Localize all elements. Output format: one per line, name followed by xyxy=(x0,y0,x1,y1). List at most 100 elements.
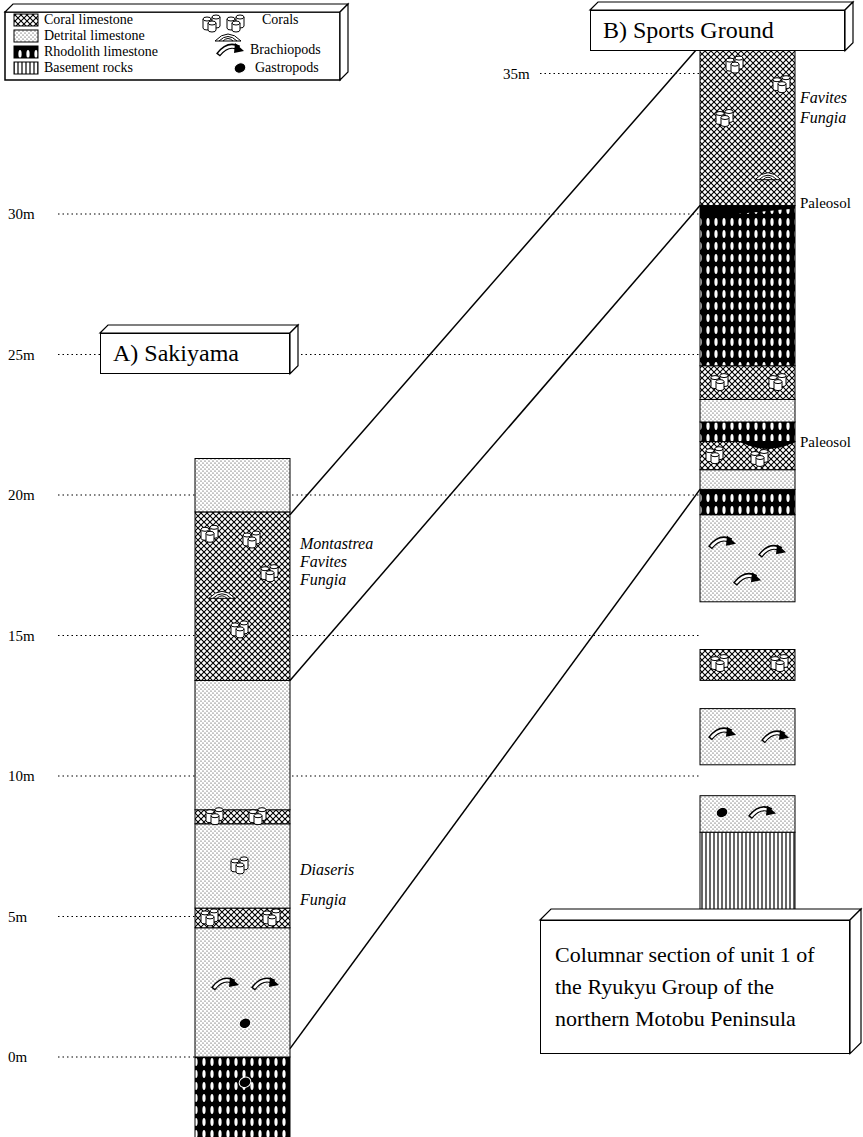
brachiopod-symbol xyxy=(735,572,761,584)
coral-part xyxy=(206,531,214,535)
scale-label: 30m xyxy=(8,205,35,223)
scale-label: 10m xyxy=(8,767,35,785)
coral-part xyxy=(240,857,248,861)
rock-layer xyxy=(195,459,290,512)
genus-label: Diaseris Fungia xyxy=(300,855,354,915)
box-top-face xyxy=(5,4,348,12)
legend-swatch xyxy=(14,14,38,26)
rock-layer xyxy=(195,824,290,908)
brachiopod-part xyxy=(726,727,736,737)
paleosol-label: Paleosol xyxy=(800,433,851,451)
coral-part xyxy=(248,537,256,541)
scale-line xyxy=(58,916,195,917)
coral-part xyxy=(236,627,244,631)
scale-line xyxy=(58,494,700,495)
coral-part xyxy=(751,452,759,456)
coral-part xyxy=(254,814,262,818)
flat-coral-symbol xyxy=(755,173,781,180)
coral-symbol xyxy=(751,450,768,467)
caption-text: Columnar section of unit 1 of the Ryukyu… xyxy=(555,939,835,1035)
rock-layer xyxy=(700,709,795,765)
coral-symbol xyxy=(206,808,223,825)
title-text: B) Sports Ground xyxy=(603,16,832,45)
rock-layer xyxy=(700,422,795,442)
rock-layer xyxy=(700,515,795,602)
legend-label: Coral limestone xyxy=(44,12,133,28)
section-drawing xyxy=(5,2,861,1137)
legend-label: Detrital limestone xyxy=(44,28,145,44)
paleosol-lens xyxy=(700,206,795,218)
brachiopod-symbol xyxy=(710,727,736,739)
paleosol-lens xyxy=(740,442,795,449)
scale-label: 20m xyxy=(8,486,35,504)
coral-part xyxy=(252,531,260,535)
coral-part xyxy=(760,450,768,454)
rock-layer xyxy=(700,796,795,833)
coral-part xyxy=(236,15,244,19)
brachiopod-symbol xyxy=(710,536,736,548)
legend-label: Corals xyxy=(262,12,299,28)
box-top-face xyxy=(100,325,298,333)
rock-layer xyxy=(195,928,290,1057)
legend-swatch xyxy=(14,30,38,42)
coral-part xyxy=(210,525,218,529)
coral-part xyxy=(232,21,240,25)
title-text: A) Sakiyama xyxy=(113,339,277,368)
coral-symbol xyxy=(203,15,220,32)
brachiopod-part xyxy=(751,572,761,582)
rock-layer xyxy=(195,908,290,928)
gastropod-symbol xyxy=(237,1016,252,1030)
coral-symbol xyxy=(231,621,248,638)
box-side-face xyxy=(845,2,853,51)
box-top-face xyxy=(590,2,853,10)
rock-layer xyxy=(195,681,290,810)
coral-symbol xyxy=(711,374,728,391)
scale-label: 25m xyxy=(8,346,35,364)
coral-part xyxy=(206,915,214,919)
coral-part xyxy=(249,810,257,814)
coral-part xyxy=(711,376,719,380)
rock-layer xyxy=(700,400,795,423)
scale-label: 0m xyxy=(8,1048,27,1066)
brachiopod-part xyxy=(766,806,776,816)
brachiopod-part xyxy=(776,544,786,554)
coral-part xyxy=(780,655,788,659)
coral-part xyxy=(203,17,211,21)
rock-layer xyxy=(700,650,795,681)
legend-label: Basement rocks xyxy=(44,60,133,76)
title-box: B) Sports Ground xyxy=(590,10,845,51)
scale-label: 5m xyxy=(8,908,27,926)
box-side-face xyxy=(850,909,861,1054)
scale-line xyxy=(58,1056,195,1057)
rock-layer xyxy=(195,1057,290,1137)
coral-part xyxy=(716,661,724,665)
correlation-line xyxy=(290,45,700,514)
coral-part xyxy=(776,661,784,665)
scale-line xyxy=(58,213,700,214)
coral-symbol xyxy=(771,655,788,672)
box-side-face xyxy=(340,4,348,80)
rock-layer xyxy=(700,470,795,490)
box-top-face xyxy=(540,909,861,920)
coral-symbol xyxy=(773,76,790,93)
coral-part xyxy=(215,808,223,812)
coral-part xyxy=(261,567,269,571)
brachiopod-part xyxy=(726,536,736,546)
coral-symbol xyxy=(263,909,280,926)
coral-symbol xyxy=(711,655,728,672)
coral-part xyxy=(715,447,723,451)
coral-symbol xyxy=(249,808,266,825)
coral-part xyxy=(201,527,209,531)
coral-part xyxy=(778,374,786,378)
scale-label: 15m xyxy=(8,627,35,645)
flat-coral-symbol xyxy=(209,591,235,598)
coral-part xyxy=(231,623,239,627)
coral-symbol xyxy=(261,565,278,582)
rock-layer xyxy=(700,45,795,205)
legend-swatch xyxy=(14,62,38,74)
coral-part xyxy=(219,37,237,42)
coral-part xyxy=(769,376,777,380)
legend-box xyxy=(5,12,340,80)
coral-part xyxy=(236,863,244,867)
